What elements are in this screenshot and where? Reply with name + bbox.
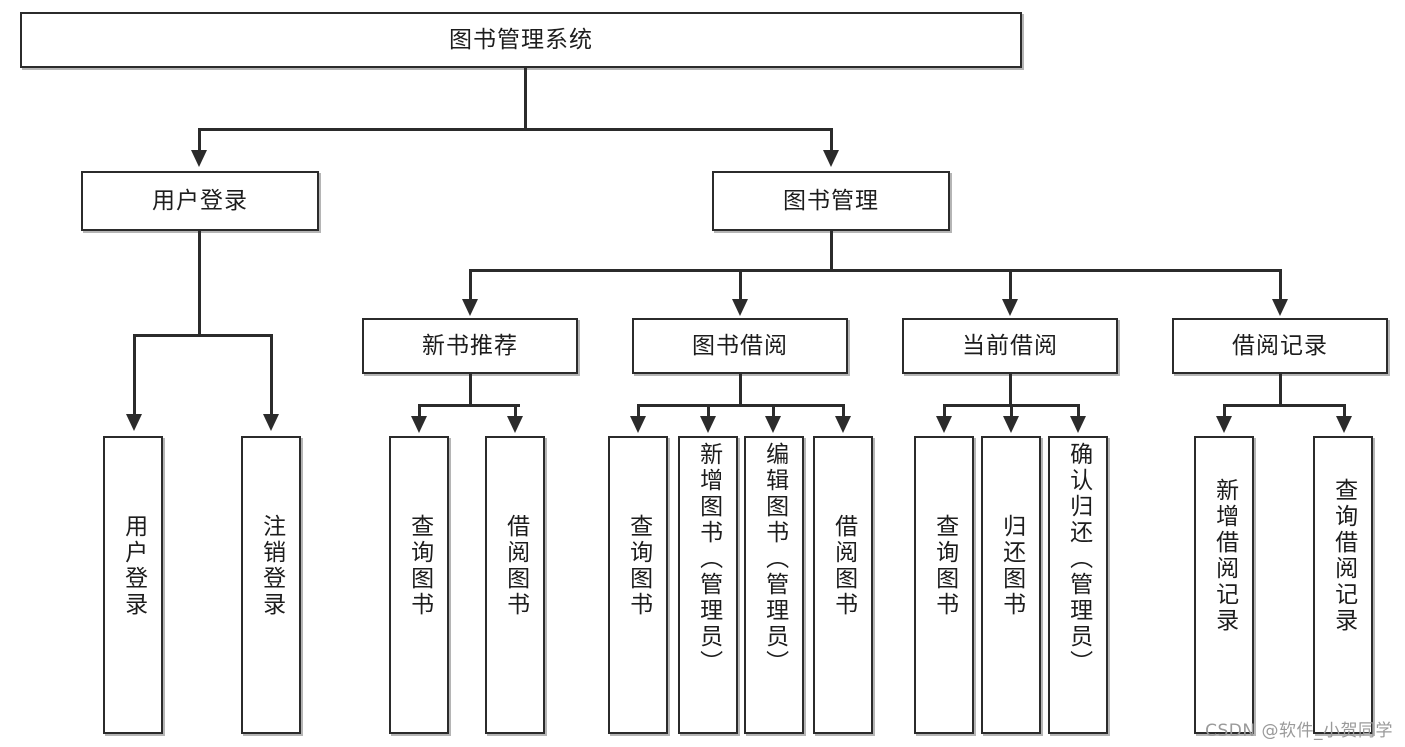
leaf-query-book-newbook[interactable]: 查询图书 — [389, 436, 449, 734]
arrow-record-to-leaf-1 — [1216, 416, 1232, 433]
node-root-system[interactable]: 图书管理系统 — [20, 12, 1022, 68]
connector-record-stem — [1279, 374, 1282, 406]
node-label: 借阅记录 — [1232, 332, 1328, 359]
arrow-book-manage-to-new-book — [462, 299, 478, 316]
node-label: 确认归还（管理员） — [1065, 442, 1092, 676]
arrow-current-to-leaf-3 — [1070, 416, 1086, 433]
arrow-record-to-leaf-2 — [1336, 416, 1352, 433]
leaf-edit-book-admin[interactable]: 编辑图书（管理员） — [744, 436, 804, 734]
arrow-borrow-to-leaf-3 — [765, 416, 781, 433]
connector-record-to-leaf-2 — [1343, 404, 1346, 418]
node-label: 查询借阅记录 — [1330, 478, 1357, 634]
connector-book-manage-to-current — [1009, 269, 1012, 301]
connector-new-book-to-leaf-2 — [514, 404, 517, 418]
node-label: 当前借阅 — [962, 332, 1058, 359]
connector-borrow-to-leaf-4 — [842, 404, 845, 418]
connector-record-to-leaf-1 — [1223, 404, 1226, 418]
node-label: 新增图书（管理员） — [695, 442, 722, 676]
node-label: 用户登录 — [120, 514, 147, 618]
connector-borrow-to-leaf-2 — [707, 404, 710, 418]
connector-book-manage-to-record — [1279, 269, 1282, 301]
connector-root-bus — [198, 128, 832, 131]
leaf-logout[interactable]: 注销登录 — [241, 436, 301, 734]
leaf-query-book-borrow[interactable]: 查询图书 — [608, 436, 668, 734]
arrow-book-manage-to-current — [1002, 299, 1018, 316]
arrow-borrow-to-leaf-1 — [630, 416, 646, 433]
arrow-new-book-to-leaf-2 — [507, 416, 523, 433]
connector-root-stem — [524, 68, 527, 130]
node-label: 归还图书 — [998, 514, 1025, 618]
connector-current-to-leaf-3 — [1077, 404, 1080, 418]
arrow-current-to-leaf-1 — [936, 416, 952, 433]
arrow-current-to-leaf-2 — [1003, 416, 1019, 433]
connector-current-to-leaf-2 — [1010, 404, 1013, 418]
node-book-borrow[interactable]: 图书借阅 — [632, 318, 848, 374]
leaf-borrow-book-borrow[interactable]: 借阅图书 — [813, 436, 873, 734]
leaf-query-borrow-record[interactable]: 查询借阅记录 — [1313, 436, 1373, 734]
leaf-query-book-current[interactable]: 查询图书 — [914, 436, 974, 734]
node-label: 图书借阅 — [692, 332, 788, 359]
node-label: 注销登录 — [258, 514, 285, 618]
node-new-book-recommend[interactable]: 新书推荐 — [362, 318, 578, 374]
leaf-user-login[interactable]: 用户登录 — [103, 436, 163, 734]
arrow-book-manage-to-record — [1272, 299, 1288, 316]
leaf-confirm-return-admin[interactable]: 确认归还（管理员） — [1048, 436, 1108, 734]
node-borrow-record[interactable]: 借阅记录 — [1172, 318, 1388, 374]
node-label: 用户登录 — [152, 187, 248, 214]
connector-book-manage-bus — [469, 269, 1280, 272]
node-label: 借阅图书 — [502, 514, 529, 618]
connector-current-to-leaf-1 — [943, 404, 946, 418]
connector-book-manage-stem — [830, 231, 833, 271]
leaf-add-book-admin[interactable]: 新增图书（管理员） — [678, 436, 738, 734]
connector-user-login-to-leaf-2 — [270, 334, 273, 416]
connector-current-stem — [1009, 374, 1012, 406]
connector-book-manage-to-new-book — [469, 269, 472, 301]
connector-borrow-bus — [637, 404, 844, 407]
connector-root-to-book-manage — [830, 128, 833, 152]
connector-user-login-bus — [133, 334, 272, 337]
connector-book-manage-to-borrow — [739, 269, 742, 301]
connector-root-to-user-login — [198, 128, 201, 152]
node-user-login[interactable]: 用户登录 — [81, 171, 319, 231]
connector-borrow-stem — [739, 374, 742, 406]
node-label: 新增借阅记录 — [1211, 478, 1238, 634]
arrow-root-to-user-login — [191, 150, 207, 167]
node-label: 图书管理系统 — [449, 26, 593, 53]
arrow-new-book-to-leaf-1 — [411, 416, 427, 433]
leaf-return-book[interactable]: 归还图书 — [981, 436, 1041, 734]
connector-user-login-stem — [198, 231, 201, 336]
node-label: 查询图书 — [931, 514, 958, 618]
arrow-book-manage-to-borrow — [732, 299, 748, 316]
connector-new-book-to-leaf-1 — [418, 404, 421, 418]
connector-borrow-to-leaf-3 — [772, 404, 775, 418]
arrow-root-to-book-manage — [823, 150, 839, 167]
arrow-user-login-to-leaf-2 — [263, 414, 279, 431]
node-current-borrow[interactable]: 当前借阅 — [902, 318, 1118, 374]
arrow-borrow-to-leaf-4 — [835, 416, 851, 433]
arrow-user-login-to-leaf-1 — [126, 414, 142, 431]
node-book-management[interactable]: 图书管理 — [712, 171, 950, 231]
node-label: 新书推荐 — [422, 332, 518, 359]
node-label: 查询图书 — [406, 514, 433, 618]
connector-new-book-stem — [469, 374, 472, 406]
connector-record-bus — [1223, 404, 1344, 407]
connector-borrow-to-leaf-1 — [637, 404, 640, 418]
node-label: 图书管理 — [783, 187, 879, 214]
node-label: 查询图书 — [625, 514, 652, 618]
node-label: 编辑图书（管理员） — [761, 442, 788, 676]
connector-user-login-to-leaf-1 — [133, 334, 136, 416]
leaf-add-borrow-record[interactable]: 新增借阅记录 — [1194, 436, 1254, 734]
node-label: 借阅图书 — [830, 514, 857, 618]
arrow-borrow-to-leaf-2 — [700, 416, 716, 433]
connector-new-book-bus — [418, 404, 520, 407]
leaf-borrow-book-newbook[interactable]: 借阅图书 — [485, 436, 545, 734]
